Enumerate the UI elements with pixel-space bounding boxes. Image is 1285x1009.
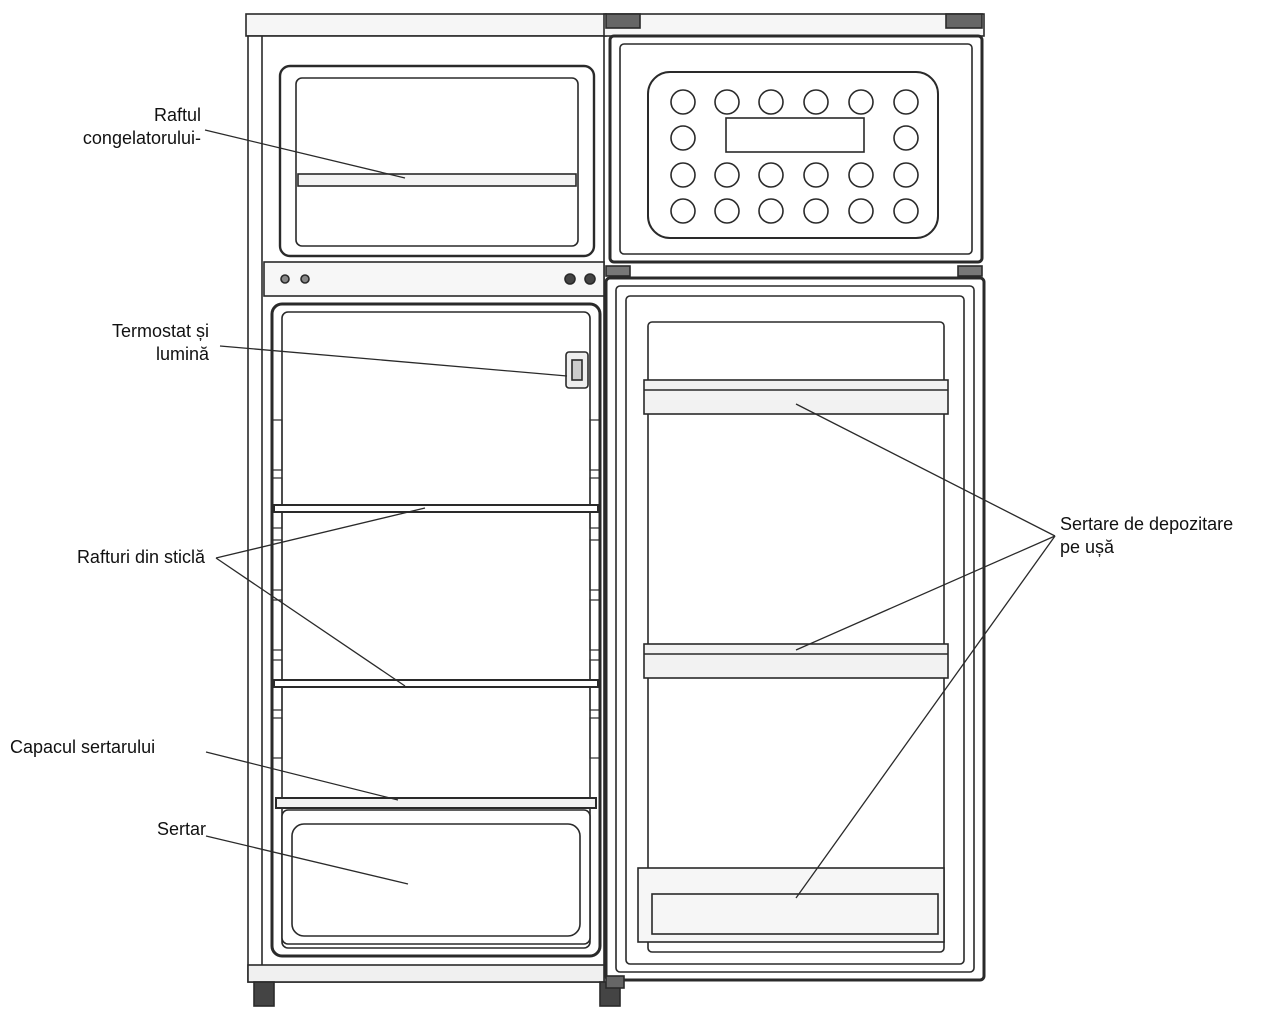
- label-crisper: Sertar: [156, 819, 206, 839]
- label-glass-shelves: Rafturi din sticlă: [76, 547, 205, 567]
- leader-crisper: [205, 835, 409, 885]
- label-door-bins: Sertare de depozitare pe ușă: [1060, 514, 1234, 557]
- leader-freezer-shelf: [204, 129, 406, 179]
- leader-thermostat: [219, 345, 568, 377]
- label-freezer-shelf: Raftul congelatorului-: [82, 105, 201, 148]
- leader-glass-shelf-lower: [215, 557, 406, 687]
- freezer-door-tray-wells: [670, 89, 919, 224]
- fridge-compartment: [270, 302, 602, 958]
- freezer-door: [603, 13, 985, 277]
- leader-door-bin-top: [795, 403, 1056, 537]
- leader-crisper-cover: [205, 751, 399, 801]
- leader-door-bin-bottom: [795, 535, 1056, 899]
- freezer-compartment: [278, 64, 596, 258]
- leader-door-bin-middle: [795, 535, 1056, 651]
- divider-panel: [263, 261, 605, 297]
- leader-glass-shelf-upper: [215, 507, 426, 559]
- fridge-door: [604, 276, 986, 989]
- label-crisper-cover: Capacul sertarului: [10, 737, 156, 757]
- leader-lines: [204, 129, 1056, 899]
- label-thermostat: Termostat și lumină: [111, 321, 209, 364]
